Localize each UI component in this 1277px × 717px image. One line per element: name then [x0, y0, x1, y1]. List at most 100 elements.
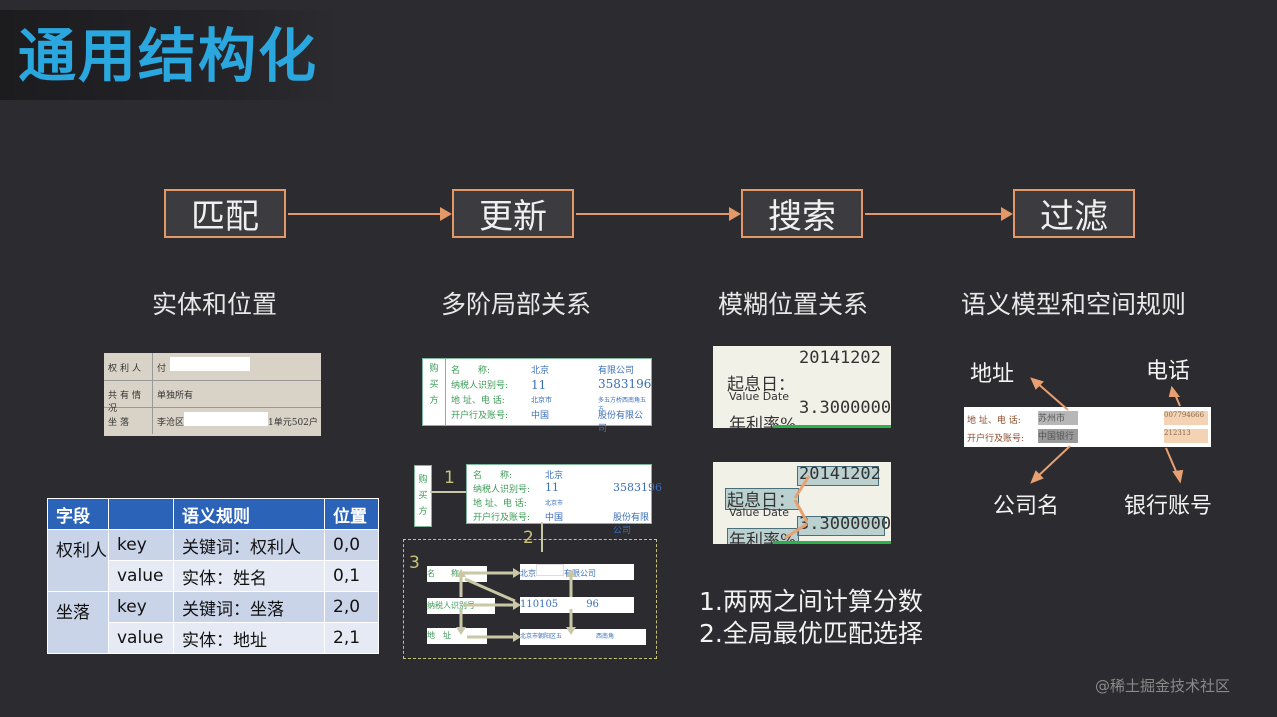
fuzzy-label-en: Value Date: [729, 390, 789, 403]
table-header: 位置: [324, 498, 379, 530]
match-arrow: [784, 522, 808, 540]
invoice-label: 名 称:: [451, 366, 491, 376]
relation-order-label: 1: [444, 468, 455, 488]
third-order-region: [403, 539, 657, 659]
relation-arrow: [464, 577, 516, 603]
table-row: 权利人 key 关键词：权利人 0,0: [47, 529, 379, 592]
table-cell: 2,1: [324, 622, 379, 654]
invoice-value: 11: [545, 481, 559, 494]
invoice-value: 中国: [531, 411, 550, 421]
table-cell: 关键词：坐落: [173, 591, 325, 623]
mini-field-label: 名 称: [427, 566, 487, 582]
step-update-box: 更新: [452, 189, 574, 238]
mini-value-text: 96: [586, 599, 599, 610]
table-cell: 0,1: [324, 560, 379, 592]
table-cell: 2,0: [324, 591, 379, 623]
redaction-mask: [184, 412, 268, 426]
subtitle-update: 多阶局部关系: [441, 290, 592, 319]
table-row: 坐落 key 关键词：坐落 2,0: [47, 591, 379, 654]
match-arrow: [793, 475, 811, 499]
invoice-side-label: 购买方: [418, 475, 428, 517]
table-cell-field: 坐落: [47, 591, 109, 654]
record-row: 坐落 李沧区 1单元502户: [104, 407, 321, 434]
record-row: 共有情况 单独所有: [104, 380, 321, 414]
invoice-semantic-image: 地 址、电 话: 开户行及账号: 苏州市 中国银行 007794666 2123…: [964, 407, 1211, 447]
invoice-value: 多五方桥西南角五方: [598, 397, 647, 413]
title-band: [0, 10, 340, 100]
record-value-suffix: 1单元502户: [268, 418, 318, 428]
table-cell: key: [108, 529, 174, 561]
table-cell: 实体：地址: [173, 622, 325, 654]
redaction-mask: [1078, 407, 1164, 447]
relation-order-label: 2: [523, 528, 534, 548]
label-address: 地址: [970, 362, 1015, 387]
record-label: 坐落: [108, 418, 133, 428]
record-value: 单独所有: [157, 391, 194, 401]
green-underline: [773, 425, 891, 428]
label-company: 公司名: [993, 494, 1060, 519]
fuzzy-date: 20141202: [799, 348, 881, 368]
property-record-image: 权利人 付 共有情况 单独所有 坐落 李沧区 1单元502户: [104, 353, 321, 436]
sem-field-label: 地 址、电 话:: [967, 416, 1021, 426]
redaction-mask: [536, 564, 564, 576]
invoice-label: 地 址、电 话:: [473, 499, 527, 509]
flow-arrow-1: [288, 213, 440, 215]
relation-link: [430, 491, 466, 493]
mini-field-value: 北京市朝阳区五 西南角: [520, 629, 646, 645]
mini-value-text: 有限公司: [564, 569, 596, 578]
invoice-value: 北京: [545, 471, 564, 481]
label-phone: 电话: [1146, 359, 1191, 384]
invoice-label: 纳税人识别号:: [473, 485, 531, 495]
table-row: value 实体：地址 2,1: [48, 622, 379, 654]
mini-value-text: 北京市朝阳区五: [520, 633, 563, 640]
sem-phone-value: 007794666: [1164, 411, 1208, 425]
invoice-value: 中国: [545, 513, 564, 523]
relation-order-label: 3: [409, 553, 420, 573]
table-cell: value: [108, 622, 174, 654]
redaction-mask: [553, 361, 595, 423]
fuzzy-match-image: 20141202 起息日： Value Date 3.3000000 年利率%: [713, 462, 891, 544]
mini-field-label: 纳税人识别号: [427, 598, 495, 614]
invoice-value: 3583196: [613, 481, 662, 494]
invoice-label: 地 址、电 话:: [451, 396, 505, 406]
mini-field-value: 北京 有限公司: [520, 564, 634, 580]
table-header: 语义规则: [173, 498, 325, 530]
record-label: 共有情况: [108, 391, 145, 414]
mini-value-text: 西南角: [596, 633, 615, 640]
invoice-side-fragment: 购买方: [414, 465, 432, 527]
semantic-arrow: [1035, 381, 1069, 411]
invoice-label: 名 称:: [473, 471, 513, 481]
invoice-value: 股份有限公司: [598, 411, 644, 434]
field-rule-table: 字段 语义规则 位置 权利人 key 关键词：权利人 0,0 value 实体：…: [47, 498, 379, 654]
table-header-row: 字段 语义规则 位置: [47, 498, 379, 530]
table-cell: 实体：姓名: [173, 560, 325, 592]
fuzzy-value: 3.3000000: [799, 398, 891, 418]
redaction-mask: [575, 467, 611, 521]
relation-arrows: [456, 568, 576, 642]
match-highlight: [727, 528, 799, 544]
invoice-label: 开户行及账号:: [451, 411, 509, 421]
subtitle-match: 实体和位置: [152, 290, 278, 319]
record-divider: [152, 353, 153, 380]
invoice-value: 北京: [531, 366, 550, 376]
subtitle-search: 模糊位置关系: [718, 290, 869, 319]
record-label: 权利人: [108, 364, 145, 374]
invoice-value: 11: [531, 378, 547, 392]
fuzzy-date: 20141202: [799, 464, 881, 484]
table-header: 字段: [47, 498, 109, 530]
match-arrow: [793, 499, 809, 523]
record-row: 权利人 付: [104, 353, 321, 381]
fuzzy-date-image: 20141202 起息日： Value Date 3.3000000 年利率%: [713, 346, 891, 428]
fuzzy-label: 年利率%: [729, 415, 797, 428]
flow-arrow-1-head: [440, 207, 452, 221]
flow-arrow-3: [865, 213, 1001, 215]
record-divider: [152, 380, 153, 407]
slide-title: 通用结构化: [18, 22, 319, 90]
match-highlight: [797, 516, 885, 536]
invoice-value: 股份有限公司: [613, 513, 650, 536]
flow-arrow-2-head: [729, 207, 741, 221]
invoice-value: 有限公司: [598, 366, 635, 376]
invoice-buyer-image: 购买方 名 称: 纳税人识别号: 地 址、电 话: 开户行及账号: 北京 11 …: [422, 358, 652, 434]
mini-value-text: 北京: [520, 569, 536, 578]
table-cell: value: [108, 560, 174, 592]
